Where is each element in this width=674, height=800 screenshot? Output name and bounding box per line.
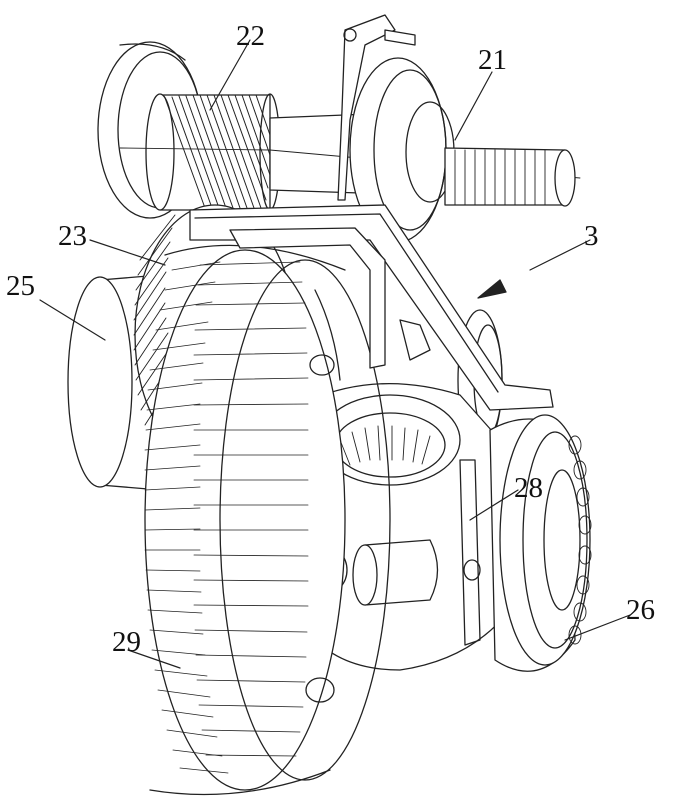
upper-helical-gear bbox=[146, 94, 280, 210]
label-28: 28 bbox=[514, 474, 543, 503]
label-26: 26 bbox=[626, 596, 655, 625]
label-3: 3 bbox=[584, 222, 599, 251]
direction-arrow bbox=[478, 280, 506, 298]
label-22: 22 bbox=[236, 22, 265, 51]
label-29: 29 bbox=[112, 628, 141, 657]
label-25: 25 bbox=[6, 272, 35, 301]
label-21: 21 bbox=[478, 46, 507, 75]
label-23: 23 bbox=[58, 222, 87, 251]
